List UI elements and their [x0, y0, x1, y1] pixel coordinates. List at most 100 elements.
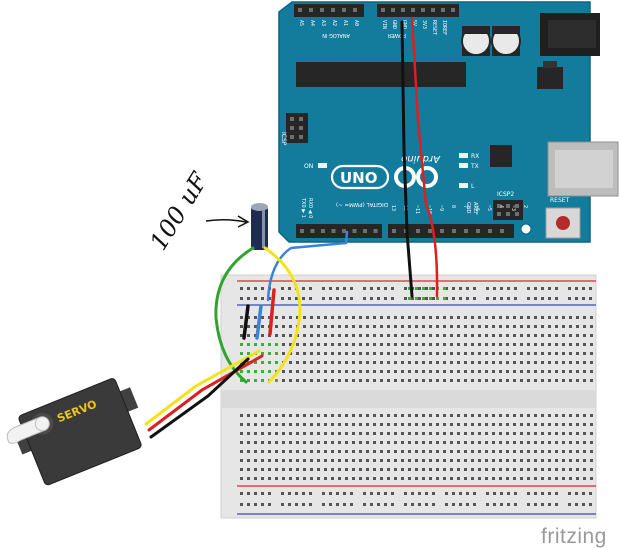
breadboard-hole — [331, 361, 334, 364]
breadboard-hole — [541, 334, 544, 337]
breadboard-hole — [366, 343, 369, 346]
breadboard-hole — [387, 414, 390, 417]
breadboard-hole — [429, 352, 432, 355]
breadboard-hole — [345, 450, 348, 453]
breadboard-hole — [415, 441, 418, 444]
breadboard-hole — [281, 287, 284, 290]
breadboard-hole — [520, 441, 523, 444]
breadboard-hole — [422, 450, 425, 453]
breadboard-hole — [443, 468, 446, 471]
header-pin — [500, 229, 504, 233]
breadboard-hole — [394, 423, 397, 426]
breadboard-hole — [254, 450, 257, 453]
breadboard-hole — [338, 423, 341, 426]
servo-cable-red — [147, 354, 264, 432]
breadboard-hole — [486, 503, 489, 506]
breadboard-hole — [303, 334, 306, 337]
breadboard-hole — [240, 441, 243, 444]
breadboard-hole — [429, 361, 432, 364]
breadboard-hole — [534, 459, 537, 462]
breadboard-hole — [275, 423, 278, 426]
breadboard-hole — [541, 370, 544, 373]
breadboard-hole — [415, 423, 418, 426]
breadboard-hole — [478, 361, 481, 364]
breadboard-hole — [322, 503, 325, 506]
breadboard-hole — [401, 316, 404, 319]
breadboard-hole — [240, 297, 243, 300]
breadboard-hole — [555, 370, 558, 373]
breadboard-hole — [492, 432, 495, 435]
breadboard-hole-connected — [254, 370, 257, 373]
breadboard-hole — [492, 441, 495, 444]
breadboard-hole — [359, 459, 362, 462]
tx-pin-label: TX0 ▶ 1 — [300, 197, 306, 218]
breadboard-hole — [324, 432, 327, 435]
digital-header-pins — [300, 229, 504, 233]
breadboard-hole — [520, 423, 523, 426]
aref-pin-label: AREF — [472, 202, 478, 215]
breadboard-hole — [457, 432, 460, 435]
breadboard-hole — [576, 361, 579, 364]
breadboard-hole — [548, 450, 551, 453]
breadboard-hole — [317, 316, 320, 319]
reset-button[interactable] — [556, 216, 570, 230]
breadboard-hole — [324, 468, 327, 471]
breadboard-hole — [590, 477, 593, 480]
breadboard-hole — [541, 316, 544, 319]
pin-label: VIN — [381, 20, 387, 29]
breadboard-hole — [478, 441, 481, 444]
breadboard-hole — [394, 468, 397, 471]
breadboard-hole — [282, 334, 285, 337]
header-pin — [506, 212, 510, 216]
breadboard-hole — [548, 414, 551, 417]
breadboard-hole — [499, 325, 502, 328]
breadboard-hole — [296, 441, 299, 444]
breadboard-hole — [317, 334, 320, 337]
breadboard-hole — [499, 459, 502, 462]
usb-connector-inner — [555, 150, 613, 188]
breadboard-hole — [380, 477, 383, 480]
breadboard-hole — [296, 370, 299, 373]
breadboard-hole — [582, 503, 585, 506]
breadboard-hole — [555, 459, 558, 462]
breadboard-hole — [436, 477, 439, 480]
breadboard-hole — [247, 503, 250, 506]
breadboard-hole — [366, 432, 369, 435]
breadboard-hole — [520, 361, 523, 364]
breadboard-hole — [450, 459, 453, 462]
breadboard-hole — [380, 423, 383, 426]
breadboard-hole — [506, 441, 509, 444]
breadboard-hole — [541, 379, 544, 382]
header-pin — [373, 229, 378, 233]
breadboard-hole — [513, 450, 516, 453]
breadboard-hole — [436, 316, 439, 319]
breadboard-hole — [240, 477, 243, 480]
pin-label: 5V — [411, 20, 417, 26]
breadboard-hole — [415, 432, 418, 435]
rx-led — [459, 153, 468, 158]
header-pin — [331, 229, 336, 233]
breadboard-hole — [329, 503, 332, 506]
breadboard-hole — [247, 325, 250, 328]
breadboard-hole — [514, 503, 517, 506]
breadboard-holes — [240, 287, 593, 506]
breadboard-hole — [478, 432, 481, 435]
breadboard-hole — [548, 492, 551, 495]
breadboard-hole — [401, 343, 404, 346]
breadboard-hole — [492, 459, 495, 462]
breadboard-hole — [261, 316, 264, 319]
breadboard-hole — [302, 492, 305, 495]
breadboard-hole — [310, 334, 313, 337]
breadboard-hole — [296, 379, 299, 382]
breadboard-hole — [555, 477, 558, 480]
breadboard-hole-connected — [240, 361, 243, 364]
breadboard-hole — [418, 492, 421, 495]
breadboard-hole — [507, 297, 510, 300]
breadboard-hole — [296, 352, 299, 355]
breadboard-hole — [513, 316, 516, 319]
breadboard-hole — [289, 370, 292, 373]
breadboard-hole — [576, 414, 579, 417]
breadboard-hole — [317, 325, 320, 328]
breadboard-hole — [317, 414, 320, 417]
breadboard-hole — [562, 379, 565, 382]
